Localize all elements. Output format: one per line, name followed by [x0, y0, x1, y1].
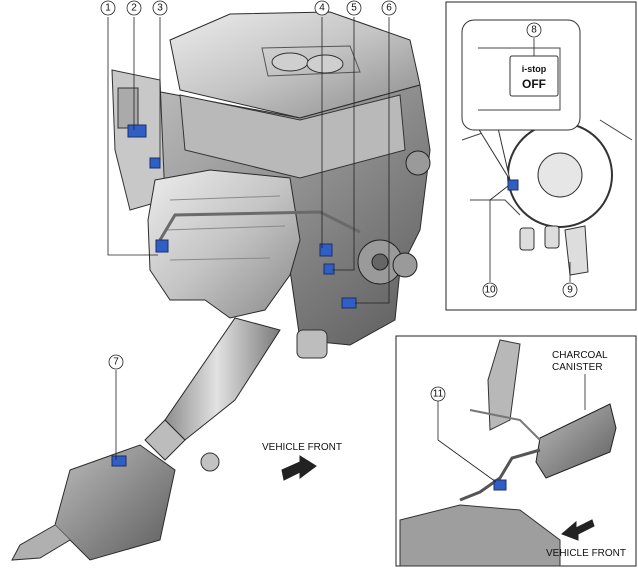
brake-pedal [519, 227, 535, 251]
charcoal-canister [535, 403, 617, 479]
callout-6: 6 [381, 0, 397, 16]
heat-shield [147, 169, 301, 319]
svg-text:2: 2 [131, 3, 137, 14]
sensor-4-marker [319, 243, 333, 257]
canister-tube [469, 409, 541, 441]
svg-text:9: 9 [567, 285, 573, 296]
sensor-6-marker [341, 297, 357, 309]
sensor-tube [158, 210, 361, 241]
vehicle-front-arrow-main [281, 455, 317, 481]
charcoal-label-line2: CANISTER [552, 362, 603, 373]
callout-9: 9 [562, 282, 578, 298]
callout-10: 10 [482, 282, 498, 298]
oil-filler-left [271, 52, 309, 72]
switch-marker [507, 179, 519, 191]
main-leader-lines [107, 17, 390, 460]
istop-zoom-pointer [477, 127, 511, 181]
callout-7: 7 [108, 354, 124, 370]
istop-label-line1: i-stop [522, 64, 547, 74]
cover-top-recess [261, 45, 361, 77]
sensor-5-marker [323, 263, 335, 275]
callout-2: 2 [126, 0, 142, 16]
canister-hoses [459, 448, 541, 502]
clutch-pedal [544, 225, 560, 249]
callout-4: 4 [314, 0, 330, 16]
svg-text:1: 1 [105, 3, 111, 14]
canister-area [399, 339, 617, 567]
svg-text:10: 10 [484, 285, 496, 296]
downpipe [164, 317, 281, 441]
charcoal-label-line1: CHARCOAL [552, 350, 608, 361]
hanger-bracket [200, 452, 220, 472]
engine-assembly [11, 11, 431, 561]
sensor-7-marker [111, 455, 127, 467]
steering-hub [537, 152, 583, 198]
svg-text:5: 5 [351, 3, 357, 14]
svg-text:4: 4 [319, 3, 325, 14]
rear-pipe [11, 524, 71, 561]
svg-text:3: 3 [157, 3, 163, 14]
sensor-3-marker [149, 157, 161, 169]
oil-filler-right [306, 54, 344, 74]
cylinder-head [179, 94, 406, 179]
floor-panel [399, 504, 561, 567]
vehicle-front-arrow-inset [561, 519, 595, 541]
sensor-1-marker [155, 239, 169, 253]
flex-pipe [144, 419, 186, 461]
accelerator-pedal [564, 225, 589, 276]
idler-pulley [392, 252, 418, 278]
sensor-2-marker [127, 124, 147, 138]
oil-filter [296, 329, 328, 359]
callout-11-leader [437, 400, 497, 483]
svg-text:7: 7 [113, 357, 119, 368]
callout-5: 5 [346, 0, 362, 16]
svg-text:6: 6 [386, 3, 392, 14]
vehicle-front-label-inset: VEHICLE FRONT [546, 548, 626, 559]
svg-text:11: 11 [433, 389, 444, 400]
right-pulley [405, 150, 431, 176]
istop-switch-panel [478, 47, 561, 111]
sensor-11-marker [493, 479, 507, 491]
callout-3: 3 [152, 0, 168, 16]
istop-leader-lines [489, 38, 571, 282]
body-frame [487, 339, 521, 431]
istop-label-line2: OFF [522, 77, 546, 91]
svg-text:8: 8 [531, 25, 537, 36]
callout-8: 8 [526, 22, 542, 38]
heat-shield-ribs [164, 195, 286, 261]
vehicle-front-label-main: VEHICLE FRONT [262, 442, 342, 453]
crank-pulley-hub [371, 253, 389, 271]
callout-11: 11 [430, 386, 446, 402]
left-bracket [117, 87, 139, 129]
callout-1: 1 [100, 0, 116, 16]
